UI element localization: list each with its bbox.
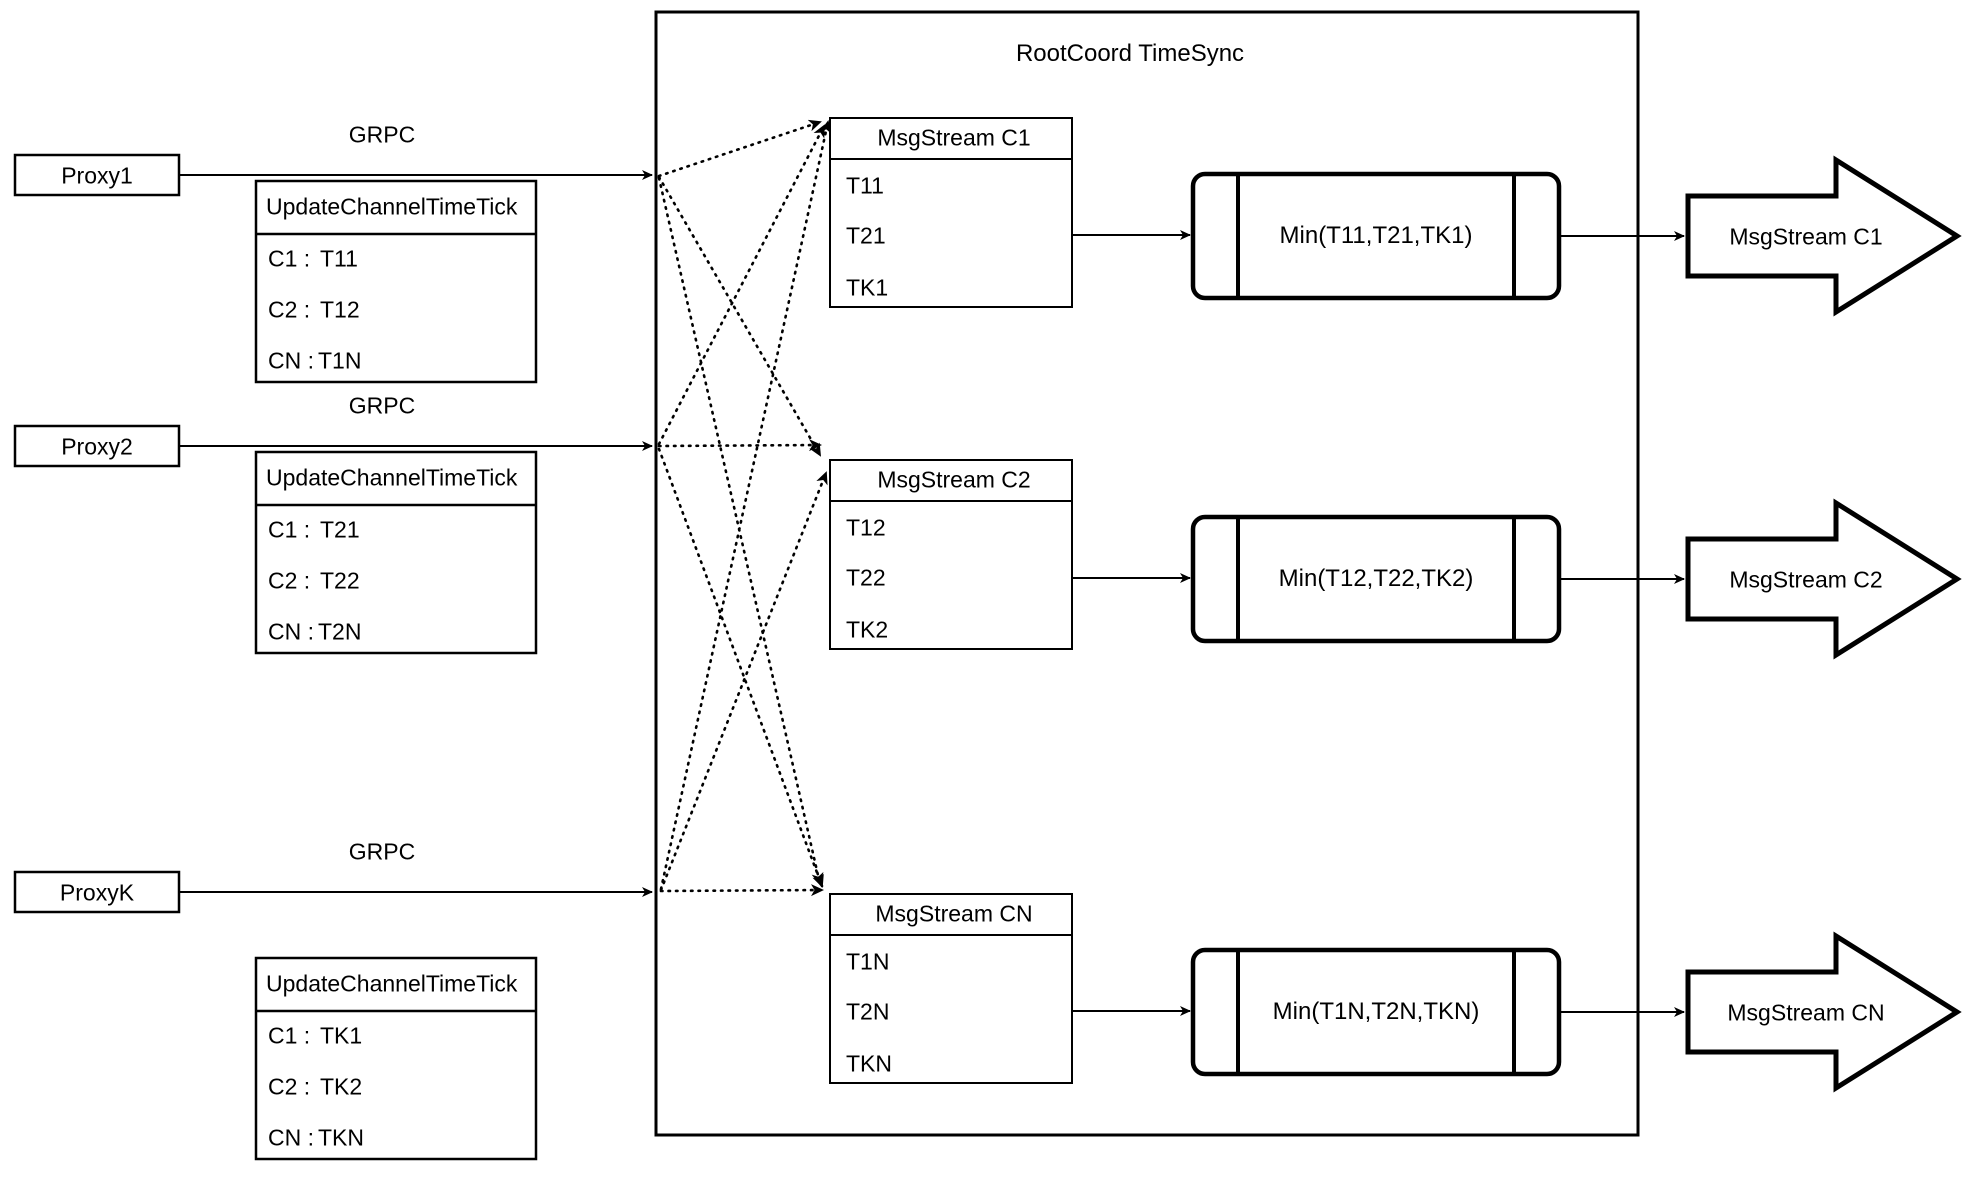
msgstream-cn-header: MsgStream CN (875, 900, 1033, 927)
proxy2-request-row-2-value: T2N (318, 618, 362, 645)
proxy2-request-row-1-value: T22 (320, 567, 360, 594)
proxy1-request-row-2-value: T1N (318, 347, 362, 374)
proxy2-request-row-0-value: T21 (320, 516, 360, 543)
msgstream-c2-tick-1: T22 (846, 564, 886, 591)
msgstream-c1-tick-1: T21 (846, 222, 886, 249)
msgstream-c2-box (829, 459, 1073, 650)
msgstream-cn-tick-0: T1N (846, 948, 890, 975)
msgstream-c2-tick-0: T12 (846, 514, 886, 541)
proxy1-request-row-2-key: CN : (268, 347, 314, 374)
min-c1-label: Min(T11,T21,TK1) (1279, 222, 1473, 249)
proxyk-grpc-label: GRPC (348, 838, 416, 865)
proxy1-request-header: UpdateChannelTimeTick (266, 193, 518, 220)
output-msgstream-cn-label: MsgStream CN (1727, 999, 1885, 1026)
msgstream-c1-box (829, 117, 1073, 308)
dotted-fanout-proxyk (659, 120, 832, 897)
rootcoord-timesync-title: RootCoord TimeSync (1015, 40, 1245, 67)
msgstream-cn-tick-2: TKN (846, 1050, 892, 1077)
proxyk-request-row-2-value: TKN (318, 1124, 364, 1151)
proxyk-request-row-1-key: C2 : (268, 1073, 311, 1100)
proxyk-box[interactable] (13, 870, 181, 914)
proxy1-request-row-0-key: C1 : (268, 245, 311, 272)
output-msgstream-c1-label: MsgStream C1 (1729, 223, 1883, 250)
msgstream-c1-tick-2: TK1 (846, 274, 889, 301)
proxy2-label: Proxy2 (61, 433, 133, 460)
proxy2-request-table (254, 450, 538, 655)
proxy1-request-table (254, 179, 538, 384)
msgstream-cn-tick-1: T2N (846, 998, 890, 1025)
proxy2-request-row-1-key: C2 : (268, 567, 311, 594)
proxy1-request-row-1-key: C2 : (268, 296, 311, 323)
min-c2-label: Min(T12,T22,TK2) (1278, 565, 1474, 592)
msgstream-cn-box (829, 893, 1073, 1084)
proxyk-request-row-1-value: TK2 (320, 1073, 363, 1100)
proxy1-request-row-1-value: T12 (320, 296, 360, 323)
proxyk-request-row-0-key: C1 : (268, 1022, 311, 1049)
proxy1-grpc-label: GRPC (348, 121, 416, 148)
msgstream-c2-tick-2: TK2 (846, 616, 889, 643)
proxy2-grpc-label: GRPC (348, 392, 416, 419)
msgstream-c1-header: MsgStream C1 (877, 124, 1031, 151)
output-msgstream-c1-arrow (1685, 155, 1962, 317)
proxy1-request-row-0-value: T11 (320, 245, 358, 272)
output-msgstream-cn-arrow (1685, 931, 1962, 1093)
proxyk-request-header: UpdateChannelTimeTick (266, 970, 518, 997)
proxy1-box[interactable] (13, 153, 181, 197)
proxyk-request-table (254, 956, 538, 1161)
msgstream-c2-header: MsgStream C2 (877, 466, 1031, 493)
dotted-fanout-proxy2 (657, 124, 826, 888)
proxyk-request-row-0-value: TK1 (320, 1022, 363, 1049)
min-cn-label: Min(T1N,T2N,TKN) (1272, 998, 1480, 1025)
proxy2-box[interactable] (13, 424, 181, 468)
proxyk-request-row-2-key: CN : (268, 1124, 314, 1151)
proxy2-request-header: UpdateChannelTimeTick (266, 464, 518, 491)
proxy1-label: Proxy1 (61, 162, 133, 189)
output-msgstream-c2-label: MsgStream C2 (1729, 566, 1883, 593)
proxyk-label: ProxyK (59, 879, 135, 906)
output-msgstream-c2-arrow (1685, 498, 1962, 660)
msgstream-c1-tick-0: T11 (846, 172, 884, 199)
proxy2-request-row-0-key: C1 : (268, 516, 311, 543)
proxy2-request-row-2-key: CN : (268, 618, 314, 645)
